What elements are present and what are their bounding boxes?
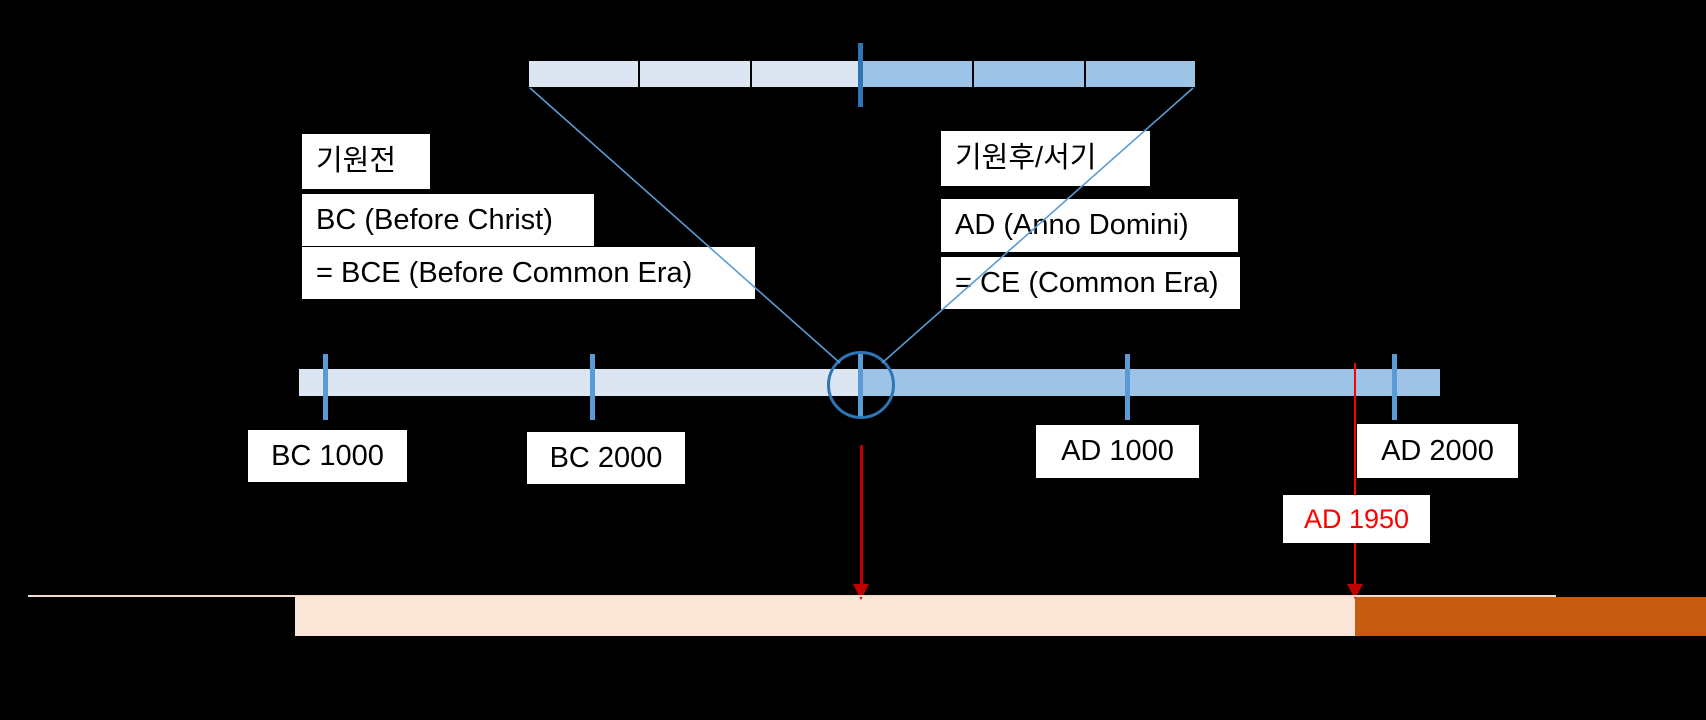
magnified-bar-segment-bc	[640, 61, 750, 87]
lower-bar-before-1950	[295, 597, 1355, 636]
ad2000-label: AD 2000	[1357, 424, 1518, 478]
bc-abbreviation-box: BC (Before Christ)	[302, 194, 594, 246]
origin-arrowhead-icon	[853, 584, 869, 600]
magnified-bar-segment-ad	[862, 61, 973, 87]
timeline-ad-segment	[861, 369, 1440, 396]
magnified-bar-segment-ad	[1085, 61, 1195, 87]
ad1000-label-text: AD 1000	[1061, 435, 1174, 467]
ad1000-label: AD 1000	[1036, 425, 1199, 478]
tick-ad2000	[1392, 354, 1397, 420]
magnified-bar-segment-ad	[974, 61, 1084, 87]
bc1000-label-text: BC 1000	[271, 439, 384, 472]
bc-era-title: 기원전	[316, 145, 397, 177]
bce-abbreviation-box: = BCE (Before Common Era)	[302, 247, 755, 299]
ad-era-title-box: 기원후/서기	[941, 131, 1150, 186]
ce-abbreviation-box: = CE (Common Era)	[941, 257, 1240, 309]
era-boundary-tick-top	[858, 43, 863, 107]
tick-ad1000	[1125, 354, 1130, 420]
bc1000-label: BC 1000	[248, 430, 407, 482]
era-origin-circle	[827, 351, 895, 419]
ad1950-marker-line	[1354, 363, 1356, 586]
timeline-bc-segment	[299, 369, 861, 396]
bc-era-title-box: 기원전	[302, 134, 430, 189]
bc2000-label: BC 2000	[527, 432, 685, 484]
ad2000-label-text: AD 2000	[1381, 434, 1494, 467]
ad1950-label: AD 1950	[1283, 495, 1430, 543]
ce-abbreviation: = CE (Common Era)	[955, 266, 1219, 299]
lower-bar-after-1950	[1355, 597, 1706, 636]
bce-abbreviation: = BCE (Before Common Era)	[316, 256, 693, 289]
magnified-bar-segment-bc	[529, 61, 639, 87]
magnified-era-bar	[529, 61, 1195, 87]
ad1950-label-text: AD 1950	[1303, 503, 1410, 534]
tick-bc2000	[590, 354, 595, 420]
ad-abbreviation-box: AD (Anno Domini)	[941, 199, 1238, 252]
bc-abbreviation: BC (Before Christ)	[316, 203, 553, 236]
history-bar-baseline	[28, 595, 1556, 597]
ad-abbreviation: AD (Anno Domini)	[955, 209, 1189, 241]
bc2000-label-text: BC 2000	[549, 441, 663, 474]
magnified-bar-segment-bc	[751, 61, 861, 87]
ad-era-title: 기원후/서기	[955, 142, 1097, 174]
origin-arrow-line	[860, 445, 863, 585]
tick-bc1000	[323, 354, 328, 420]
